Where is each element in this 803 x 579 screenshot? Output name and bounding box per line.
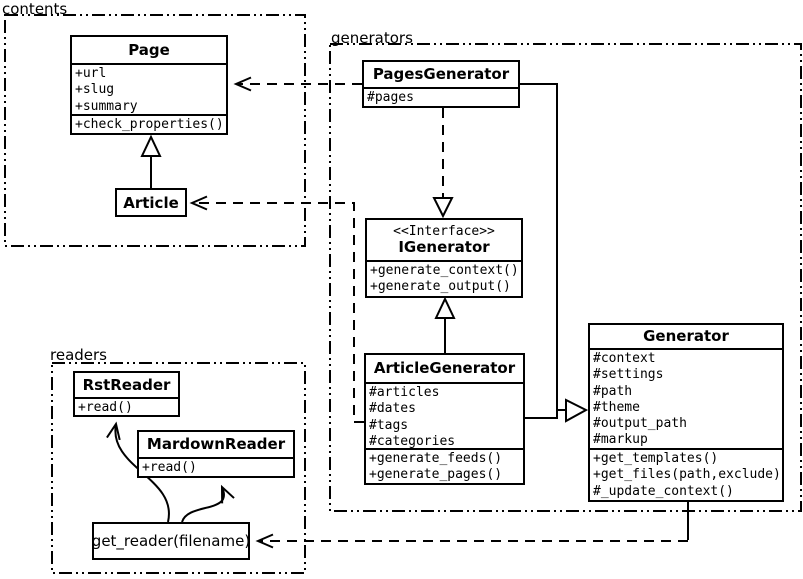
realization-triangle-igenerator-top <box>432 197 454 219</box>
class-attribute: #context <box>593 351 656 366</box>
class-box-mardownreader: MardownReader +read() <box>137 430 295 478</box>
class-methods-rstreader: +read() <box>75 399 178 415</box>
class-attribute: #settings <box>593 367 664 383</box>
class-attribute: +slug <box>75 82 115 98</box>
package-border-readers <box>51 362 306 574</box>
class-title-article: Article <box>123 193 179 212</box>
class-attribute: #path <box>593 383 633 399</box>
package-label-contents: contents <box>2 0 68 18</box>
class-attribute: +url <box>75 66 107 81</box>
class-methods-igenerator: +generate_context() +generate_output() <box>367 262 521 296</box>
class-method: +generate_pages() <box>369 467 503 483</box>
class-title-mardownreader: MardownReader <box>139 432 293 459</box>
function-box-getreader: get_reader(filename) <box>92 522 250 560</box>
class-box-pagesgenerator: PagesGenerator #pages <box>362 60 520 108</box>
inheritance-triangle-generator-left <box>565 398 589 423</box>
class-attribute: #articles <box>369 385 440 400</box>
class-method: +read() <box>78 400 133 415</box>
package-border-contents <box>4 14 306 247</box>
class-attribute: #dates <box>369 401 416 417</box>
class-method: +generate_context() <box>370 263 519 278</box>
dependency-arrow-articlegenerator-to-article <box>189 195 364 423</box>
class-attributes-page: +url +slug +summary <box>72 65 226 116</box>
class-attribute: +summary <box>75 98 138 114</box>
class-attribute: #tags <box>369 417 409 433</box>
class-methods-generator: +get_templates() +get_files(path,exclude… <box>590 450 782 500</box>
class-attributes-pagesgenerator: #pages <box>364 89 518 106</box>
inheritance-triangle-igenerator-bottom <box>434 296 456 319</box>
class-attributes-articlegenerator: #articles #dates #tags #categories <box>366 384 523 450</box>
class-title-text: IGenerator <box>398 238 490 256</box>
class-attribute: #categories <box>369 433 456 449</box>
class-box-article: Article <box>115 188 187 217</box>
class-title-generator: Generator <box>590 325 782 350</box>
class-methods-mardownreader: +read() <box>139 459 293 476</box>
class-stereotype-interface: <<Interface>> <box>393 224 495 239</box>
class-box-articlegenerator: ArticleGenerator #articles #dates #tags … <box>364 353 525 485</box>
class-methods-page: +check_properties() <box>72 116 226 133</box>
package-border-generators <box>329 43 802 512</box>
association-arrow-getreader-to-mardownreader <box>181 484 235 523</box>
class-title-igenerator: <<Interface>> IGenerator <box>367 220 521 262</box>
class-methods-articlegenerator: +generate_feeds() +generate_pages() <box>366 450 523 483</box>
class-method: #_update_context() <box>593 483 734 499</box>
class-method: +generate_output() <box>370 279 511 295</box>
class-method: +generate_feeds() <box>369 451 503 466</box>
class-attribute: #output_path <box>593 416 687 432</box>
class-method: +read() <box>142 460 197 475</box>
class-method: +check_properties() <box>75 117 224 132</box>
class-box-rstreader: RstReader +read() <box>73 371 180 417</box>
class-attribute: #markup <box>593 432 648 448</box>
class-attributes-generator: #context #settings #path #theme #output_… <box>590 350 782 450</box>
class-title-page: Page <box>72 37 226 65</box>
class-method: +get_files(path,exclude) <box>593 467 781 483</box>
class-title-rstreader: RstReader <box>75 373 178 399</box>
class-title-pagesgenerator: PagesGenerator <box>364 62 518 89</box>
package-label-generators: generators <box>331 29 413 47</box>
class-attribute: #theme <box>593 399 640 415</box>
inheritance-line-pagesgenerator-to-generator <box>520 83 558 419</box>
class-attribute: #pages <box>367 90 414 105</box>
package-label-readers: readers <box>50 346 107 364</box>
class-box-page: Page +url +slug +summary +check_properti… <box>70 35 228 135</box>
class-method: +get_templates() <box>593 451 719 466</box>
inheritance-triangle-page-bottom <box>140 134 162 157</box>
class-box-igenerator: <<Interface>> IGenerator +generate_conte… <box>365 218 523 298</box>
class-title-articlegenerator: ArticleGenerator <box>366 355 523 384</box>
function-label-getreader: get_reader(filename) <box>91 532 251 550</box>
class-box-generator: Generator #context #settings #path #them… <box>588 323 784 502</box>
